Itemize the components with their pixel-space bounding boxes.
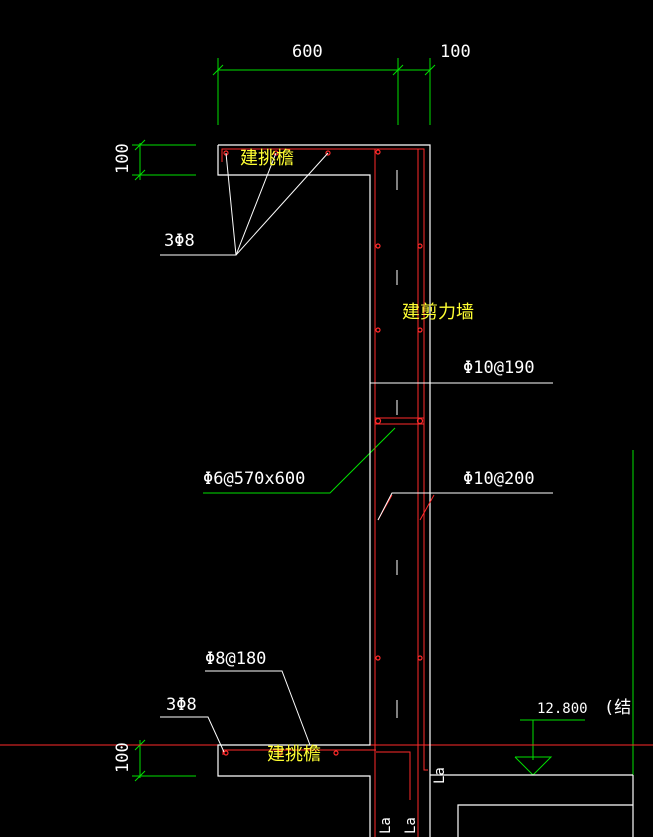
label-top-canopy: 建挑檐 [240,148,294,169]
label-canopy-stirrups: Φ8@180 [205,649,266,669]
label-vertical-bars: Φ10@200 [463,469,535,489]
label-horizontal-bars: Φ10@190 [463,358,535,378]
dim-top-left-height: 100 [113,143,133,174]
label-bottom-bars: 3Φ8 [166,695,197,715]
label-elevation: 12.800 [537,701,588,717]
label-structure-note: (结 [604,698,631,718]
dim-top-right: 100 [440,42,471,62]
label-anchor-3: La [432,767,448,784]
label-bottom-canopy: 建挑檐 [267,744,321,765]
label-shear-wall: 建剪力墙 [402,302,474,323]
dim-top-width: 600 [292,42,323,62]
label-anchor-1: La [378,817,394,834]
label-anchor-2: La [403,817,419,834]
rebar-dots [223,149,424,756]
leader-lines [160,152,553,753]
dim-bottom-left-height: 100 [113,742,133,773]
label-tie-bars: Φ6@570x600 [203,469,305,489]
outline-geometry [217,144,634,837]
label-top-bars: 3Φ8 [164,231,195,251]
dimension-lines [132,58,634,837]
